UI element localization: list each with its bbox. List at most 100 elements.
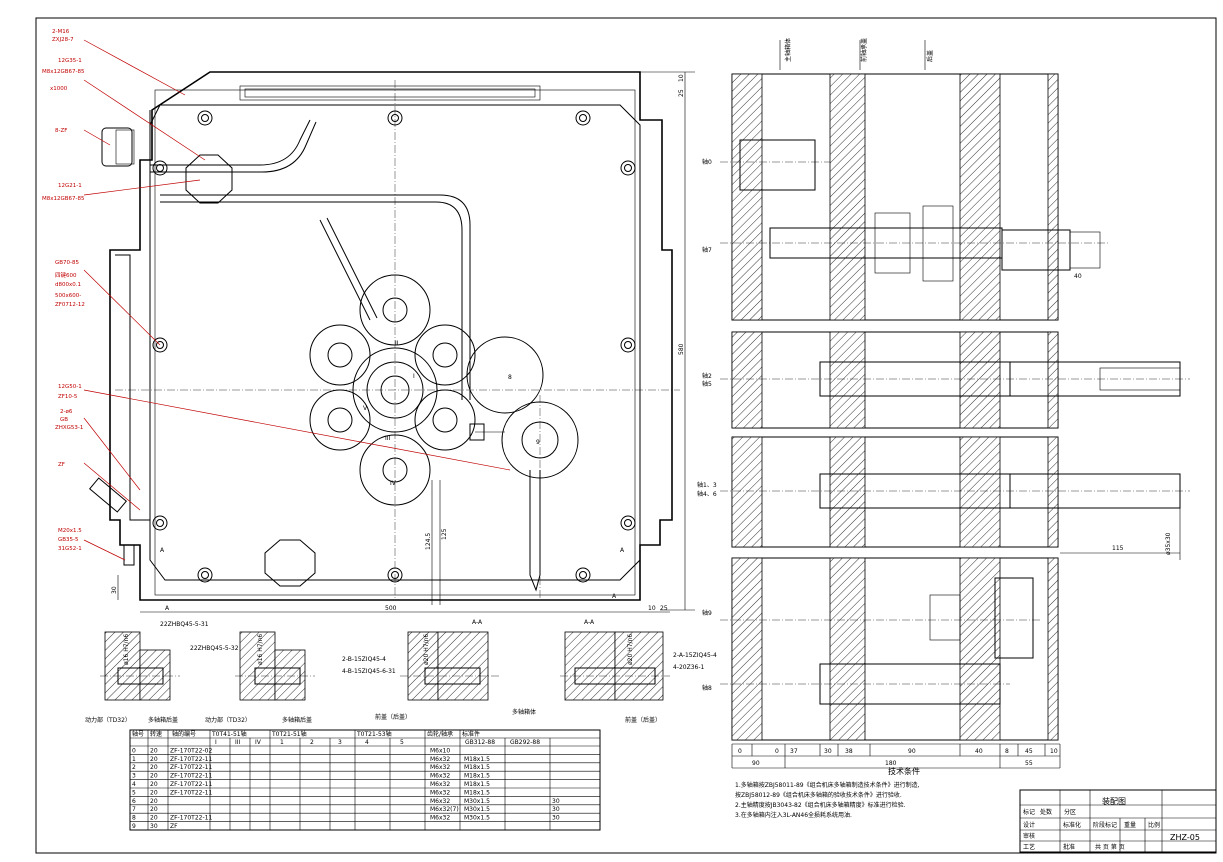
dim-bottom-2: 37: [790, 748, 798, 755]
dim-bottom2-1: 180: [885, 760, 897, 767]
table-cell: M18x1.5: [464, 773, 490, 780]
table-subheader: 4: [365, 739, 369, 746]
table-cell: 30: [552, 798, 560, 805]
section-mark-a-left: A: [160, 547, 165, 554]
dim-bottom-4: 38: [845, 748, 853, 755]
detail-sections: 22ZHBQ45-5-31 ø16 H7/n6 动力部（TD32） 多轴箱后盖 …: [85, 619, 717, 724]
dim-bottom-6: 40: [975, 748, 983, 755]
drawing-number: ZHZ-05: [1170, 833, 1200, 842]
detail-4-fit: ø20 H7/n6: [627, 634, 634, 665]
table-header: 标准件: [462, 730, 480, 738]
dim-shaft-end: 40: [1074, 273, 1082, 280]
table-subheader: GB312-88: [465, 739, 495, 746]
detail-4-caption: 前盖（后盖）: [625, 716, 661, 724]
section-views: 主轴箱体 前轴承盖 后盖: [697, 38, 1190, 769]
callout-5-line-1: GB70-85: [55, 260, 80, 266]
table-cell: 20: [150, 756, 158, 763]
table-header: 轴号: [132, 730, 144, 738]
callout-7-line-1: 2-ø6: [60, 409, 73, 415]
detail-3-caption-b: 多轴箱体: [512, 708, 536, 716]
table-cell: 30: [552, 815, 560, 822]
callout-4-line-2: M8x12GB67-85: [42, 196, 85, 202]
table-cell: 20: [150, 798, 158, 805]
tech-note-1: 1.多轴箱按ZBJ58011-89《组合机床多轴箱制造技术条件》进行制造,: [735, 781, 920, 789]
table-cell: ZF-170T22-11: [170, 756, 212, 763]
detail-3-title: A-A: [472, 619, 483, 626]
table-header: 轴的编号: [172, 730, 196, 738]
table-subheader: I: [215, 739, 217, 746]
table-cell: ZF-170T22-11: [170, 815, 212, 822]
tech-title: 技术条件: [888, 766, 920, 776]
column-head-3: 后盖: [926, 50, 934, 62]
table-cell: 20: [150, 815, 158, 822]
callout-5-line-4: 500x600-: [55, 293, 81, 299]
section-mark-a-bottom: A: [165, 605, 170, 612]
roman-label-2: II: [395, 340, 399, 347]
tech-note-2: 按ZBJ58012-89《组合机床多轴箱的验收技术条件》进行验收.: [735, 791, 902, 799]
detail-3-label-a: 2-B-15ZIQ45-4: [342, 656, 386, 663]
front-view: A A A A I II III IV V 9 8: [101, 71, 680, 612]
tb-cell-design: 设计: [1023, 821, 1035, 829]
callout-2-line-1: 12G35-1: [58, 58, 82, 64]
table-cell: M30x1.5: [464, 815, 490, 822]
callout-1-line-2: ZXJ28-7: [52, 37, 74, 43]
callout-9-line-1: M20x1.5: [58, 528, 82, 534]
callout-7-line-3: ZHXG53-1: [55, 425, 83, 431]
roman-label-8: 8: [508, 374, 512, 381]
table-cell: 20: [150, 773, 158, 780]
table-cell: M30x1.5: [464, 806, 490, 813]
table-cell: M6x32: [430, 756, 450, 763]
table-cell: 20: [150, 789, 158, 796]
table-cell: 1: [132, 756, 136, 763]
table-cell: 5: [132, 789, 136, 796]
table-cell: 20: [150, 781, 158, 788]
shaft-label-5: 轴5: [702, 380, 712, 388]
tech-note-3: 2.主轴精度按JB3043-82《组合机床多轴箱精度》标准进行检验.: [735, 801, 906, 809]
table-cell: M18x1.5: [464, 781, 490, 788]
detail-2-caption-b: 多轴箱后盖: [282, 716, 312, 724]
table-cell: M6x10: [430, 747, 450, 754]
dim-bottom-a: 10: [648, 605, 656, 612]
callout-6-line-1: 12G50-1: [58, 384, 82, 390]
callout-7-line-2: GB: [60, 417, 68, 423]
callout-6-line-2: ZF10-5: [58, 394, 78, 400]
table-cell: ZF-170T22-11: [170, 789, 212, 796]
detail-3-label-b: 4-B-15ZIQ45-6-31: [342, 668, 396, 675]
detail-4-label-a: 2-A-15ZIQ45-4: [673, 652, 717, 659]
section-mark-a-bottom2: A: [612, 593, 617, 600]
table-header: T0T21-51轴: [271, 730, 307, 738]
detail-3-caption-a: 前盖（后盖）: [375, 713, 411, 721]
detail-4-title: A-A: [584, 619, 595, 626]
column-head-2: 前轴承盖: [860, 38, 868, 62]
table-cell: M30x1.5: [464, 798, 490, 805]
table-subheader: IV: [255, 739, 262, 746]
table-header: 转速: [150, 730, 162, 738]
shaft-label-7: 轴7: [702, 246, 712, 254]
callout-5-line-3: d800x0.1: [55, 282, 81, 288]
technical-requirements: 技术条件 1.多轴箱按ZBJ58011-89《组合机床多轴箱制造技术条件》进行制…: [735, 766, 920, 819]
dim-width: 500: [385, 605, 397, 612]
tb-cell-approve: 批准: [1063, 843, 1075, 851]
shaft-label-8: 轴8: [702, 684, 712, 692]
table-cell: M6x32(7): [430, 806, 459, 813]
roman-label-4: IV: [390, 480, 397, 487]
dim-bottom-9: 10: [1050, 748, 1058, 755]
callout-texts: 2-M16 ZXJ28-7 12G35-1 M8x12GB67-85 x1000…: [42, 29, 85, 552]
tb-cell-count: 处数: [1040, 808, 1052, 816]
dim-bottom-5: 90: [908, 748, 916, 755]
detail-2-caption-a: 动力部（TD32）: [205, 716, 251, 724]
table-cell: 8: [132, 815, 136, 822]
shaft-label-4-6: 轴4、6: [697, 490, 717, 498]
callout-leaders: [83, 39, 511, 561]
detail-3-fit: ø20 H7/n6: [423, 634, 430, 665]
detail-2-label: 22ZHBQ45-5-32: [190, 645, 239, 652]
detail-1-caption-b: 多轴箱后盖: [148, 716, 178, 724]
table-cell: ZF-170T22-11: [170, 764, 212, 771]
roman-label-5: V: [363, 405, 368, 412]
table-cell: 30: [552, 806, 560, 813]
tb-cell-mark: 标记: [1023, 808, 1035, 816]
shaft-label-1-3: 轴1、3: [697, 481, 717, 489]
dim-mid-2: 125: [441, 528, 448, 540]
dim-top-a: 10: [678, 74, 685, 82]
